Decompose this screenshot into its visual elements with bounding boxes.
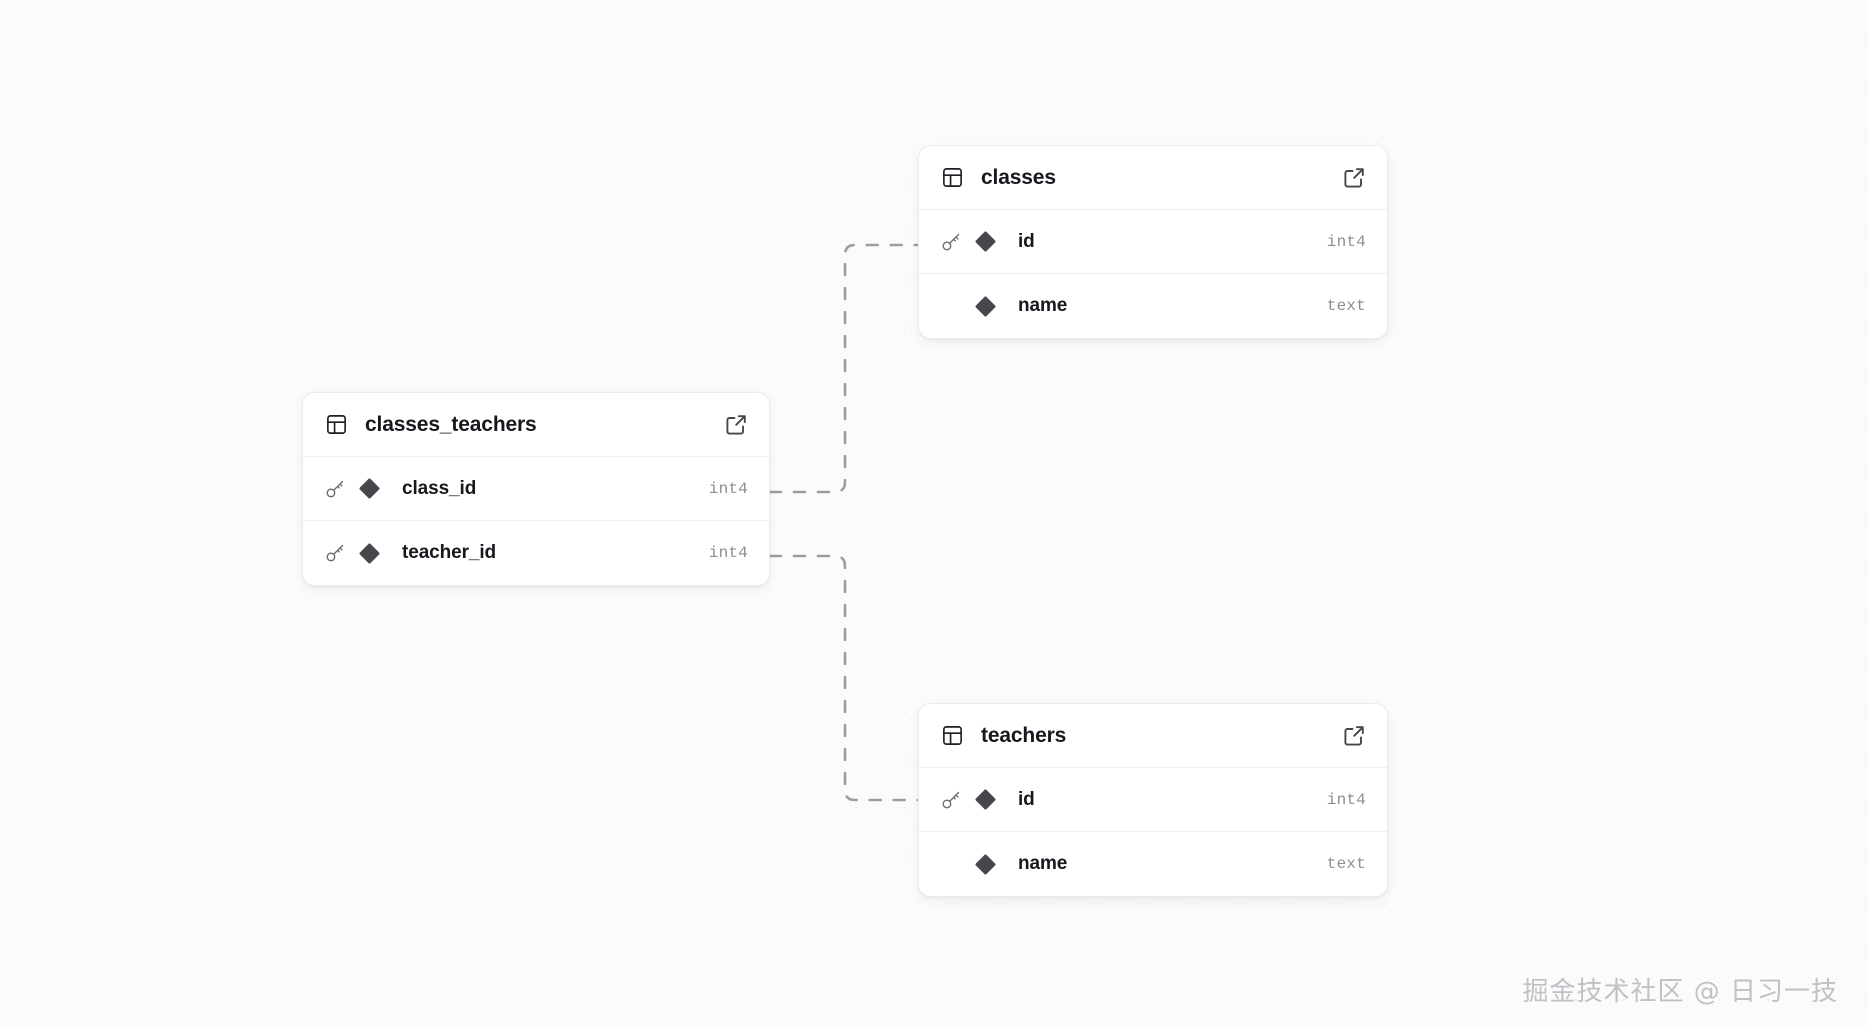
key-slot-empty bbox=[940, 854, 966, 874]
external-link-icon[interactable] bbox=[723, 412, 749, 438]
primary-key-icon bbox=[324, 479, 350, 499]
field-name: class_id bbox=[402, 477, 477, 499]
primary-key-icon bbox=[940, 232, 966, 252]
field-diamond-icon bbox=[974, 788, 996, 811]
field-type: int4 bbox=[1326, 790, 1366, 809]
table-card-classes[interactable]: classes id int4 name text bbox=[918, 145, 1388, 339]
field-diamond-icon bbox=[974, 295, 996, 317]
table-title: classes_teachers bbox=[365, 412, 537, 436]
field-name: teacher_id bbox=[402, 542, 497, 563]
table-title: teachers bbox=[981, 723, 1067, 747]
table-header-classes_teachers[interactable]: classes_teachers bbox=[303, 393, 769, 457]
table-grid-icon bbox=[940, 724, 964, 748]
field-type: int4 bbox=[708, 479, 748, 498]
table-header-classes[interactable]: classes bbox=[919, 146, 1387, 210]
table-title: classes bbox=[981, 165, 1056, 189]
field-name: name bbox=[1018, 295, 1068, 316]
field-row-id[interactable]: id int4 bbox=[919, 768, 1387, 832]
field-row-class_id[interactable]: class_id int4 bbox=[303, 457, 769, 521]
field-name: name bbox=[1018, 853, 1068, 874]
field-row-teacher_id[interactable]: teacher_id int4 bbox=[303, 521, 769, 585]
field-diamond-icon bbox=[974, 230, 996, 253]
key-slot-empty bbox=[940, 296, 966, 316]
table-card-teachers[interactable]: teachers id int4 name text bbox=[918, 703, 1388, 897]
field-diamond-icon bbox=[974, 853, 996, 875]
field-type: text bbox=[1326, 855, 1366, 873]
field-diamond-icon bbox=[358, 477, 380, 500]
field-type: int4 bbox=[1326, 232, 1366, 251]
field-name: id bbox=[1018, 788, 1035, 810]
field-type: text bbox=[1326, 297, 1366, 315]
table-header-teachers[interactable]: teachers bbox=[919, 704, 1387, 768]
field-row-name[interactable]: name text bbox=[919, 274, 1387, 338]
field-type: int4 bbox=[708, 544, 748, 562]
table-card-classes_teachers[interactable]: classes_teachers class_id int4 teacher_id in… bbox=[302, 392, 770, 586]
external-link-icon[interactable] bbox=[1341, 723, 1367, 749]
field-diamond-icon bbox=[358, 542, 380, 564]
table-grid-icon bbox=[324, 413, 348, 437]
field-row-id[interactable]: id int4 bbox=[919, 210, 1387, 274]
table-grid-icon bbox=[940, 166, 964, 190]
field-name: id bbox=[1018, 230, 1035, 252]
external-link-icon[interactable] bbox=[1341, 165, 1367, 191]
primary-key-icon bbox=[324, 543, 350, 563]
field-row-name[interactable]: name text bbox=[919, 832, 1387, 896]
primary-key-icon bbox=[940, 790, 966, 810]
watermark: 掘金技术社区 @ 日习一技 bbox=[1522, 977, 1838, 1007]
